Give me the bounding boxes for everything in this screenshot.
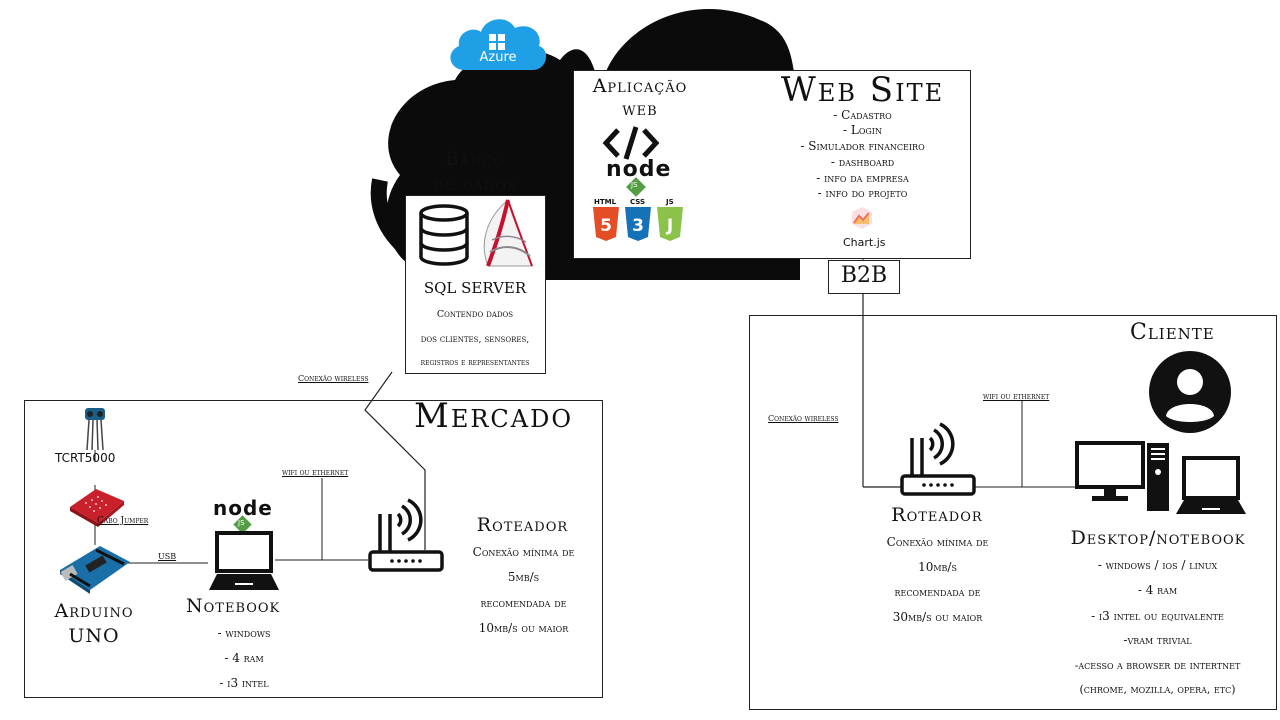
tcrt5000-sensor-icon bbox=[82, 406, 108, 452]
db-title-2: de dados bbox=[433, 173, 517, 195]
laptop-icon bbox=[205, 530, 283, 592]
code-icon bbox=[602, 124, 660, 162]
database-box bbox=[405, 195, 546, 374]
nodejs-logo-web: node bbox=[606, 157, 672, 182]
desktop-spec: -acesso a browser de intertnet bbox=[1074, 659, 1241, 672]
css-label: CSS bbox=[630, 198, 646, 206]
breadboard-icon bbox=[66, 485, 126, 527]
html-label: HTML bbox=[594, 198, 617, 206]
desktop-icon bbox=[1074, 440, 1146, 502]
nodejs-badge-text-web: JS bbox=[631, 181, 638, 189]
user-avatar-icon bbox=[1148, 350, 1232, 434]
mercado-router-desc: Conexão mínima de bbox=[472, 545, 575, 559]
mercado-router-desc: recomendada de bbox=[480, 596, 567, 610]
feature-item: - Login bbox=[843, 123, 882, 137]
feature-item: - info da empresa bbox=[816, 171, 909, 185]
laptop-icon-cliente bbox=[1174, 454, 1248, 516]
router-icon-cliente bbox=[898, 420, 978, 500]
mercado-router-desc: 5mb/s bbox=[507, 570, 540, 584]
mercado-router-title: Roteador bbox=[476, 514, 569, 536]
azure-label: Azure bbox=[479, 50, 517, 65]
azure-logo: Azure bbox=[445, 12, 551, 72]
notebook-spec: - i3 intel bbox=[219, 676, 269, 690]
cliente-router-title: Roteador bbox=[891, 504, 983, 526]
chartjs-icon bbox=[850, 206, 874, 230]
svg-text:3: 3 bbox=[632, 216, 644, 236]
mercado-wifi-label: wifi ou ethernet bbox=[282, 468, 349, 477]
notebook-title: Notebook bbox=[186, 595, 281, 617]
feature-item: - Cadastro bbox=[833, 108, 892, 122]
jumper-label: Cabo Jumper bbox=[97, 516, 149, 526]
app-web-title-1: Aplicação bbox=[592, 75, 688, 97]
nodejs-badge-text-mercado: JS bbox=[238, 519, 245, 527]
router-icon-mercado bbox=[366, 496, 446, 576]
desktop-spec: -vram trivial bbox=[1123, 633, 1192, 647]
website-title: Web Site bbox=[780, 70, 945, 110]
svg-text:J: J bbox=[666, 216, 673, 236]
cliente-title: Cliente bbox=[1130, 320, 1215, 345]
cliente-box bbox=[749, 315, 1277, 710]
db-wireless-label: Conexão wireless bbox=[298, 374, 369, 383]
cliente-router-desc: Conexão mínima de bbox=[886, 535, 989, 549]
js-icon: J bbox=[656, 207, 684, 241]
cliente-router-desc: 30mb/s ou maior bbox=[892, 610, 983, 624]
db-desc-line: dos clientes, sensores, bbox=[420, 334, 530, 345]
pc-tower-icon bbox=[1146, 442, 1170, 512]
chartjs-label: Chart.js bbox=[843, 236, 886, 249]
cliente-router-desc: 10mb/s bbox=[918, 560, 957, 574]
desktop-spec: - 4 ram bbox=[1137, 583, 1178, 597]
mercado-title: Mercado bbox=[414, 396, 574, 436]
cliente-router-desc: recomendada de bbox=[894, 585, 981, 599]
mercado-router-desc: 10mb/s ou maior bbox=[478, 621, 569, 635]
desktop-spec: - windows / ios / linux bbox=[1097, 558, 1218, 572]
b2b-box bbox=[828, 260, 900, 294]
db-desc-line: registros e representantes bbox=[420, 358, 530, 368]
svg-text:5: 5 bbox=[600, 216, 612, 236]
css3-icon: 3 bbox=[624, 207, 652, 241]
sql-server-icon bbox=[474, 196, 540, 272]
db-router-link bbox=[364, 371, 426, 550]
arduino-label-2: UNO bbox=[68, 625, 120, 647]
js-label: JS bbox=[666, 198, 674, 206]
mercado-box bbox=[24, 400, 603, 698]
notebook-spec: - 4 ram bbox=[224, 651, 264, 665]
desktop-spec: - i3 intel ou equivalente bbox=[1091, 609, 1224, 623]
usb-label: USB bbox=[158, 552, 177, 561]
cliente-wifi-label: wifi ou ethernet bbox=[983, 392, 1050, 401]
desktop-spec: (chrome, mozilla, opera, etc) bbox=[1079, 683, 1236, 696]
feature-item: - dashboard bbox=[830, 155, 895, 169]
sql-server-label: SQL SERVER bbox=[423, 279, 527, 297]
notebook-spec: - windows bbox=[217, 626, 271, 640]
app-web-title-2: web bbox=[622, 98, 658, 120]
db-desc-line: Contendo dados bbox=[436, 309, 514, 320]
database-icon bbox=[418, 204, 470, 266]
db-title-1: Banco bbox=[444, 148, 506, 170]
desktop-title: Desktop/notebook bbox=[1070, 527, 1246, 549]
client-wireless-label: Conexão wireless bbox=[768, 414, 839, 423]
feature-item: - info do projeto bbox=[817, 186, 908, 200]
arduino-uno-icon bbox=[56, 540, 132, 594]
feature-item: - Simulador financeiro bbox=[800, 139, 925, 153]
html5-icon: 5 bbox=[592, 207, 620, 241]
tcrt5000-label: TCRT5000 bbox=[55, 451, 116, 465]
b2b-label: B2B bbox=[840, 263, 888, 288]
arduino-label-1: Arduino bbox=[54, 600, 134, 622]
